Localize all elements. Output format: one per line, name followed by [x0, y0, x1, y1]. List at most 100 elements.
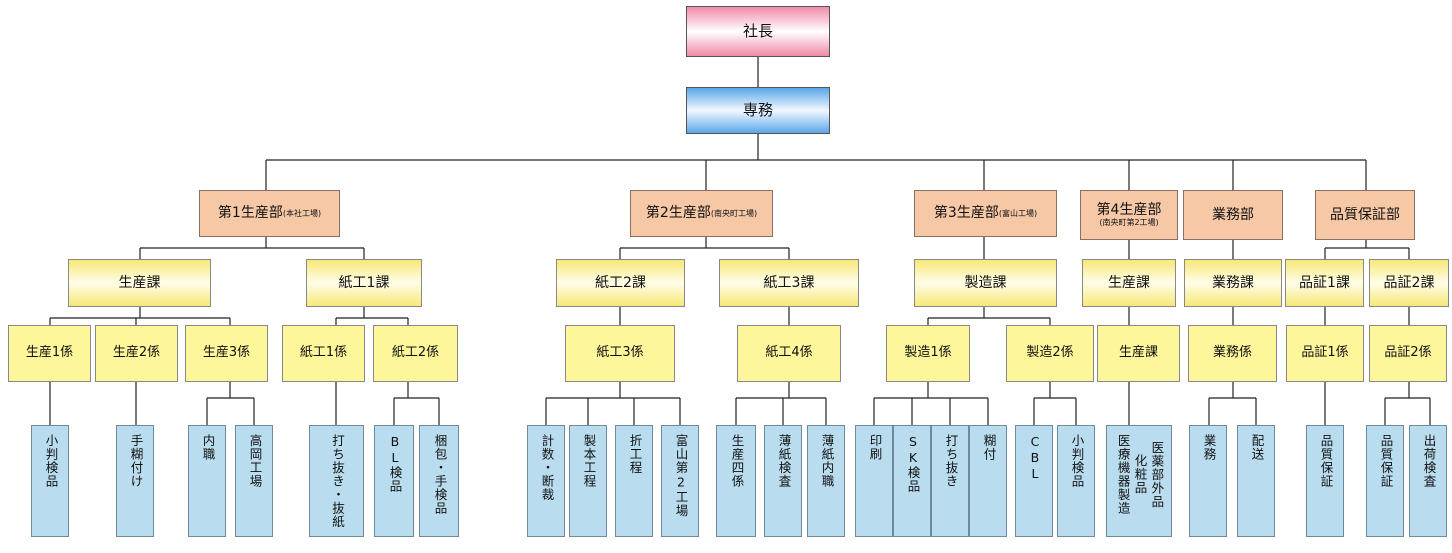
dept-2-name: 第2生産部 — [645, 205, 711, 222]
task-insatsu: 印刷 — [855, 425, 893, 537]
section-hinsho-1: 品証1課 — [1285, 259, 1364, 307]
dept-2-note: (南央町工場) — [710, 208, 758, 218]
task-uchinuki-nukigami: 打ち抜き・抜紙 — [309, 425, 364, 537]
task-koban-kenpin-2: 小判検品 — [1057, 425, 1095, 537]
unit-label: 生産3係 — [202, 345, 251, 361]
dept-quality-name: 品質保証部 — [1330, 206, 1400, 223]
task-takaoka: 高岡工場 — [235, 425, 273, 537]
task-label: 打ち抜き・抜紙 — [329, 434, 345, 529]
task-noritsuke: 糊付 — [969, 425, 1007, 537]
section-label: 生産課 — [118, 274, 161, 291]
task-label: 製本工程 — [581, 434, 597, 488]
unit-seisan-3: 生産3係 — [185, 325, 268, 382]
task-label: 手糊付け — [128, 434, 144, 488]
vice-president-box: 専務 — [686, 87, 830, 134]
task-iyakubugaihin: 医薬部外品 化粧品 医療機器製造 — [1106, 425, 1172, 537]
unit-label: 紙工1係 — [299, 345, 348, 361]
dept-3-note: (富山工場) — [998, 208, 1038, 218]
unit-seisan-2: 生産2係 — [95, 325, 178, 382]
task-label: 品質保証 — [1318, 434, 1334, 488]
unit-label: 製造1係 — [904, 345, 952, 361]
president-box: 社長 — [686, 6, 830, 57]
task-hinshitsu-hosho-2: 品質保証 — [1366, 425, 1404, 537]
dept-4-box: 第4生産部(南央町第2工場) — [1080, 190, 1178, 240]
dept-quality-box: 品質保証部 — [1315, 190, 1415, 240]
unit-label: 生産課 — [1118, 345, 1158, 361]
unit-label: 品証2係 — [1384, 345, 1432, 361]
task-label: 生産四係 — [729, 434, 745, 488]
section-label: 品証2課 — [1383, 274, 1435, 291]
task-label: 打ち抜き — [943, 434, 959, 488]
section-seisan-4: 生産課 — [1082, 259, 1176, 307]
task-cbl: CBL — [1015, 425, 1053, 537]
unit-label: 生産1係 — [25, 345, 74, 361]
dept-business-box: 業務部 — [1183, 190, 1283, 240]
section-label: 業務課 — [1212, 274, 1254, 291]
task-label: 富山第2工場 — [673, 434, 689, 518]
task-label: 業務 — [1201, 434, 1217, 461]
section-label: 製造課 — [964, 274, 1007, 291]
section-shiko-3: 紙工3課 — [719, 259, 859, 307]
dept-4-name: 第4生産部 — [1096, 202, 1162, 219]
task-tenorizuke: 手糊付け — [116, 425, 154, 537]
unit-seizo-1: 製造1係 — [886, 325, 970, 382]
task-seihon: 製本工程 — [569, 425, 607, 537]
unit-gyomu: 業務係 — [1188, 325, 1277, 382]
unit-hinsho-2: 品証2係 — [1369, 325, 1447, 382]
task-naishoku: 内職 — [188, 425, 226, 537]
section-gyomu: 業務課 — [1184, 259, 1282, 307]
unit-label: 生産2係 — [112, 345, 161, 361]
task-label: 印刷 — [867, 434, 883, 461]
dept-1-note: (本社工場) — [282, 208, 322, 218]
task-bl-kenpin: BL検品 — [374, 425, 414, 537]
task-usugami-kensa: 薄紙検査 — [764, 425, 802, 537]
task-toyama-2: 富山第2工場 — [661, 425, 699, 537]
unit-label: 紙工2係 — [391, 345, 440, 361]
section-shiko-1: 紙工1課 — [306, 259, 422, 307]
task-label: 高岡工場 — [247, 434, 263, 488]
unit-shiko-3: 紙工3係 — [565, 325, 675, 382]
task-label: 小判検品 — [1069, 434, 1085, 488]
task-label: SK検品 — [905, 434, 921, 493]
unit-label: 製造2係 — [1026, 345, 1074, 361]
dept-1-box: 第1生産部(本社工場) — [199, 190, 340, 237]
section-seizo: 製造課 — [914, 259, 1057, 307]
unit-label: 業務係 — [1212, 345, 1252, 361]
task-label: 内職 — [200, 434, 216, 461]
task-label: 小判検品 — [43, 434, 59, 488]
unit-shiko-2: 紙工2係 — [373, 325, 458, 382]
task-label: BL検品 — [387, 434, 403, 493]
task-gyomu: 業務 — [1189, 425, 1227, 537]
unit-label: 品証1係 — [1301, 345, 1349, 361]
unit-seisan-4: 生産課 — [1097, 325, 1180, 382]
dept-2-box: 第2生産部(南央町工場) — [630, 190, 773, 237]
unit-shiko-4: 紙工4係 — [737, 325, 841, 382]
dept-4-note: (南央町第2工場) — [1099, 218, 1159, 228]
task-hinshitsu-hosho-1: 品質保証 — [1306, 425, 1344, 537]
task-label: 医薬部外品 化粧品 医療機器製造 — [1115, 434, 1165, 515]
vice-president-label: 専務 — [742, 100, 773, 119]
unit-label: 紙工3係 — [596, 345, 644, 361]
task-shukka-kensa: 出荷検査 — [1409, 425, 1447, 537]
task-haiso: 配送 — [1237, 425, 1275, 537]
dept-3-box: 第3生産部(富山工場) — [914, 190, 1057, 237]
president-label: 社長 — [742, 21, 773, 40]
task-label: 出荷検査 — [1421, 434, 1437, 488]
dept-1-name: 第1生産部 — [217, 205, 283, 222]
section-seisan-1: 生産課 — [68, 259, 211, 307]
task-ori: 折工程 — [615, 425, 653, 537]
unit-shiko-1: 紙工1係 — [282, 325, 365, 382]
section-label: 紙工1課 — [338, 274, 390, 291]
unit-seizo-2: 製造2係 — [1006, 325, 1094, 382]
section-label: 紙工3課 — [763, 274, 815, 291]
task-keisu-dansai: 計数・断裁 — [527, 425, 565, 537]
task-koban-kenpin-1: 小判検品 — [31, 425, 69, 537]
task-label: 折工程 — [627, 434, 643, 475]
section-label: 生産課 — [1108, 274, 1150, 291]
task-uchinuki: 打ち抜き — [931, 425, 969, 537]
section-label: 品証1課 — [1299, 274, 1350, 291]
task-label: 薄紙内職 — [819, 434, 835, 488]
dept-3-name: 第3生産部 — [933, 205, 999, 222]
task-label: 品質保証 — [1378, 434, 1394, 488]
